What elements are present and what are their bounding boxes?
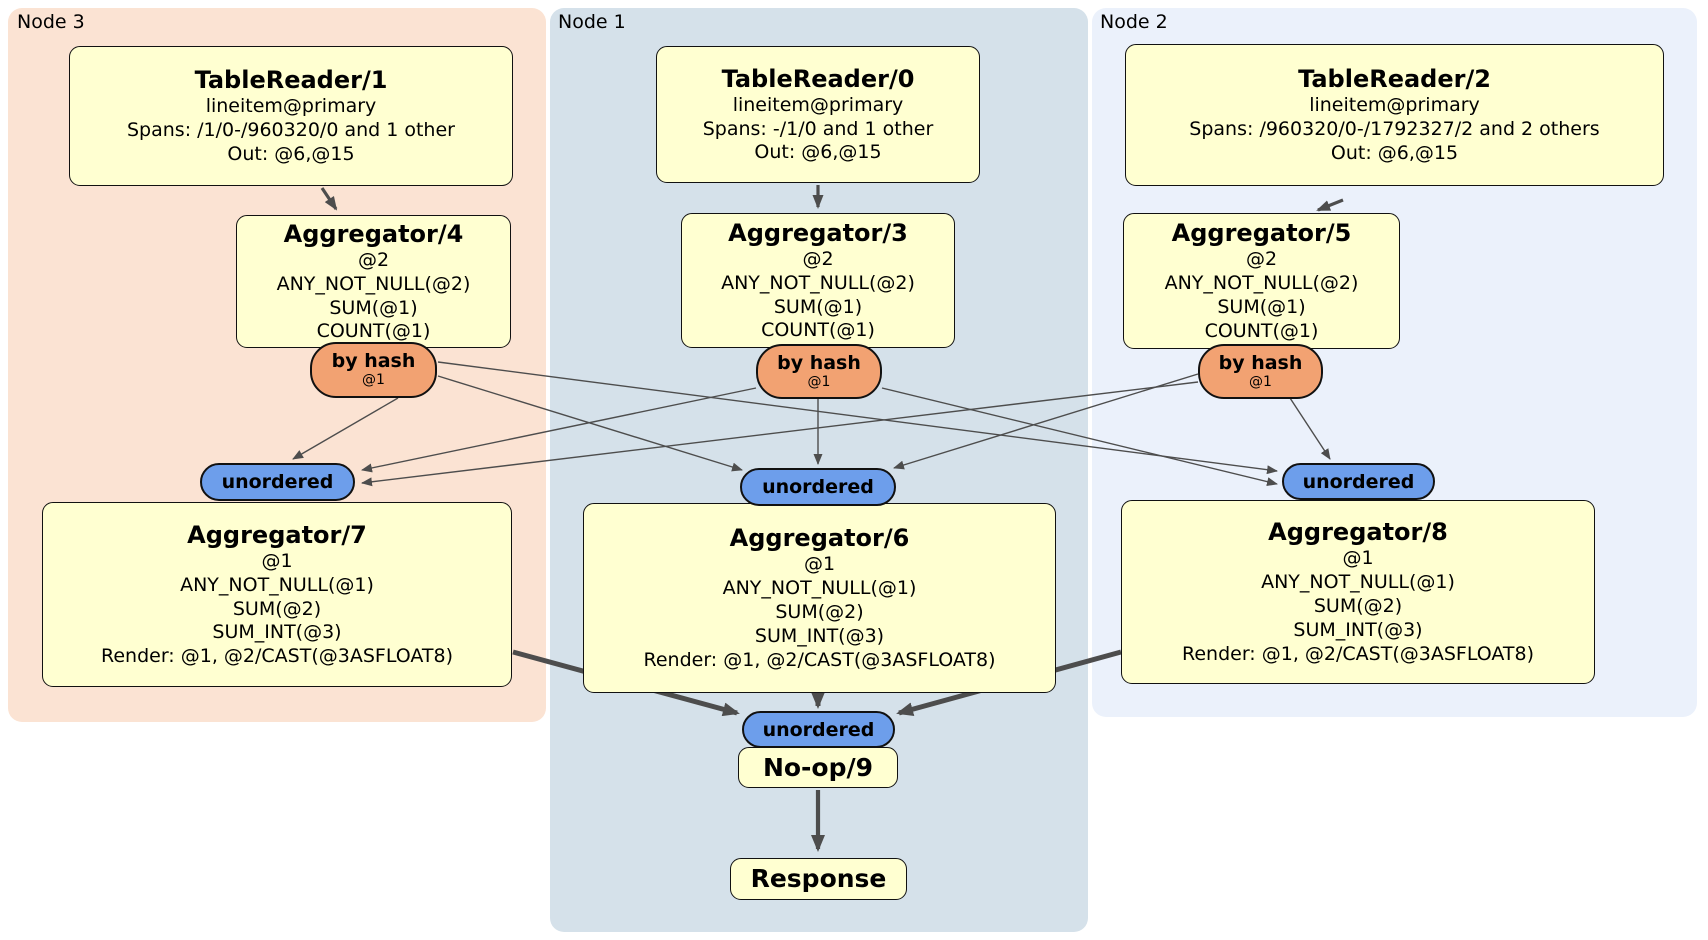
router-detail: @1 bbox=[1249, 373, 1272, 390]
node-3-label: Node 3 bbox=[17, 11, 85, 33]
sync-unordered-noop9: unordered bbox=[742, 711, 895, 748]
processor-line: @1 bbox=[261, 549, 293, 572]
router-label: by hash bbox=[777, 351, 861, 374]
processor-line: ANY_NOT_NULL(@2) bbox=[276, 272, 471, 295]
edge-router4-sync7 bbox=[292, 397, 399, 460]
edge-router4-sync8 bbox=[437, 361, 1278, 475]
response-box: Response bbox=[730, 858, 907, 900]
processor-line: lineitem@primary bbox=[205, 95, 377, 118]
edge-router5-sync8 bbox=[1289, 397, 1331, 460]
processor-line: ANY_NOT_NULL(@1) bbox=[180, 573, 374, 596]
processor-line: @1 bbox=[1342, 547, 1374, 570]
processor-line: Spans: /1/0-/960320/0 and 1 other bbox=[127, 119, 455, 142]
processor-line: Out: @6,@15 bbox=[754, 141, 882, 164]
processor-tablereader-0: TableReader/0 lineitem@primary Spans: -/… bbox=[656, 46, 980, 183]
processor-line: SUM(@2) bbox=[232, 597, 322, 620]
hash-router-aggregator3: by hash @1 bbox=[756, 344, 882, 399]
processor-title: TableReader/1 bbox=[194, 66, 388, 95]
processor-line: SUM(@1) bbox=[773, 295, 863, 318]
processor-line: @2 bbox=[357, 248, 390, 271]
processor-aggregator-3: Aggregator/3 @2 ANY_NOT_NULL(@2) SUM(@1)… bbox=[681, 213, 955, 348]
edge-router3-sync8 bbox=[881, 387, 1278, 487]
processor-line: @1 bbox=[803, 553, 836, 576]
processor-title: Aggregator/3 bbox=[728, 218, 908, 247]
processor-line: SUM_INT(@3) bbox=[1293, 618, 1423, 641]
sync-label: unordered bbox=[762, 718, 875, 741]
sync-unordered-aggregator7: unordered bbox=[200, 463, 355, 501]
processor-line: ANY_NOT_NULL(@2) bbox=[721, 271, 915, 294]
processor-aggregator-6: Aggregator/6 @1 ANY_NOT_NULL(@1) SUM(@2)… bbox=[583, 503, 1056, 693]
node-1-label: Node 1 bbox=[558, 11, 626, 33]
sync-label: unordered bbox=[1302, 470, 1415, 493]
node-2-label: Node 2 bbox=[1100, 11, 1168, 33]
processor-title: TableReader/2 bbox=[1298, 65, 1491, 94]
processor-line: lineitem@primary bbox=[1309, 94, 1480, 117]
processor-line: Render: @1, @2/CAST(@3ASFLOAT8) bbox=[101, 645, 453, 668]
processor-tablereader-1: TableReader/1 lineitem@primary Spans: /1… bbox=[69, 46, 513, 186]
processor-aggregator-7: Aggregator/7 @1 ANY_NOT_NULL(@1) SUM(@2)… bbox=[42, 502, 512, 687]
processor-line: Out: @6,@15 bbox=[227, 142, 355, 165]
processor-line: ANY_NOT_NULL(@1) bbox=[1261, 571, 1455, 594]
processor-aggregator-4: Aggregator/4 @2 ANY_NOT_NULL(@2) SUM(@1)… bbox=[236, 215, 511, 348]
processor-title: Aggregator/7 bbox=[187, 520, 367, 549]
processor-title: Aggregator/8 bbox=[1268, 518, 1448, 547]
edge-router3-sync7 bbox=[361, 387, 757, 473]
processor-line: COUNT(@1) bbox=[761, 319, 875, 342]
processor-line: Spans: -/1/0 and 1 other bbox=[702, 117, 934, 140]
processor-title: No-op/9 bbox=[762, 752, 874, 782]
processor-aggregator-5: Aggregator/5 @2 ANY_NOT_NULL(@2) SUM(@1)… bbox=[1123, 213, 1400, 349]
hash-router-aggregator5: by hash @1 bbox=[1198, 344, 1323, 399]
processor-line: Spans: /960320/0-/1792327/2 and 2 others bbox=[1189, 118, 1600, 141]
processor-line: SUM_INT(@3) bbox=[754, 624, 885, 647]
processor-line: ANY_NOT_NULL(@2) bbox=[1164, 272, 1359, 295]
edge-router5-sync7 bbox=[361, 381, 1199, 487]
edge-tablereader1-aggregator4 bbox=[320, 187, 338, 211]
processor-line: SUM(@2) bbox=[1313, 595, 1403, 618]
edge-tablereader2-aggregator5 bbox=[1316, 198, 1344, 212]
processor-line: SUM(@1) bbox=[1217, 296, 1306, 318]
processor-title: Aggregator/4 bbox=[283, 219, 464, 248]
processor-line: Out: @6,@15 bbox=[1330, 141, 1459, 164]
processor-line: SUM(@2) bbox=[775, 601, 864, 624]
router-label: by hash bbox=[1218, 351, 1303, 374]
processor-line: ANY_NOT_NULL(@1) bbox=[722, 577, 917, 600]
processor-title: Response bbox=[750, 864, 887, 894]
processor-line: lineitem@primary bbox=[732, 93, 904, 116]
processor-line: COUNT(@1) bbox=[1204, 319, 1319, 342]
processor-tablereader-2: TableReader/2 lineitem@primary Spans: /9… bbox=[1125, 44, 1664, 186]
processor-line: Render: @1, @2/CAST(@3ASFLOAT8) bbox=[643, 648, 996, 671]
processor-line: COUNT(@1) bbox=[316, 320, 431, 343]
processor-noop-9: No-op/9 bbox=[738, 747, 898, 788]
edge-router5-sync6 bbox=[893, 373, 1199, 470]
sync-label: unordered bbox=[762, 476, 874, 498]
router-label: by hash bbox=[331, 350, 416, 373]
router-detail: @1 bbox=[362, 372, 385, 389]
processor-line: @2 bbox=[802, 247, 834, 270]
sync-unordered-aggregator6: unordered bbox=[740, 468, 896, 506]
sync-label: unordered bbox=[221, 471, 334, 493]
processor-line: @2 bbox=[1245, 248, 1278, 271]
processor-line: SUM(@1) bbox=[329, 296, 418, 319]
processor-title: Aggregator/5 bbox=[1171, 219, 1352, 248]
processor-title: TableReader/0 bbox=[721, 64, 915, 93]
processor-aggregator-8: Aggregator/8 @1 ANY_NOT_NULL(@1) SUM(@2)… bbox=[1121, 500, 1595, 684]
processor-title: Aggregator/6 bbox=[729, 524, 910, 553]
hash-router-aggregator4: by hash @1 bbox=[310, 342, 437, 398]
processor-line: SUM_INT(@3) bbox=[212, 621, 342, 644]
sync-unordered-aggregator8: unordered bbox=[1282, 463, 1435, 500]
router-detail: @1 bbox=[807, 373, 831, 390]
processor-line: Render: @1, @2/CAST(@3ASFLOAT8) bbox=[1182, 642, 1534, 665]
